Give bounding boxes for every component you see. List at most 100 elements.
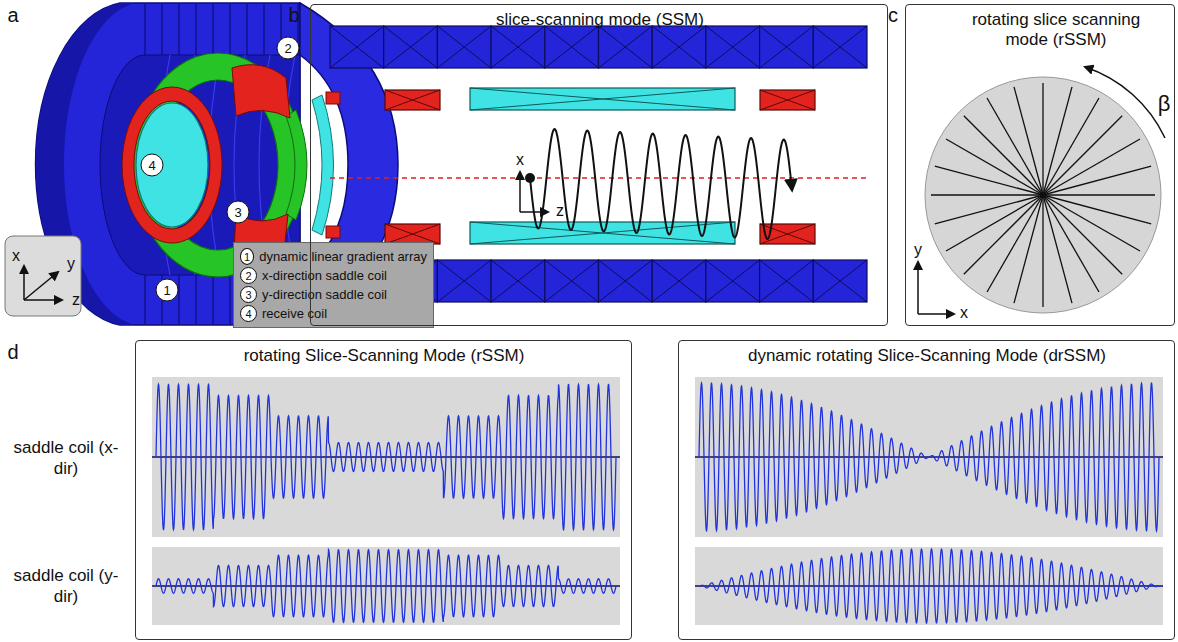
x-saddle-coil-end <box>326 226 340 238</box>
ring-separator <box>161 4 162 55</box>
x-saddle-coil-ring <box>122 87 222 243</box>
callout-number: 3 <box>234 205 241 220</box>
gradient-coil-cell <box>437 260 491 302</box>
panel-box: slice-scanning mode (SSM) <box>310 4 888 326</box>
axis-label: z <box>72 291 80 309</box>
winding-cross <box>384 26 438 68</box>
coil-current-waveform <box>156 550 616 623</box>
axis-label: y <box>914 241 922 259</box>
winding-cross <box>652 26 706 68</box>
winding-cross <box>385 90 440 110</box>
winding-cross <box>437 260 491 302</box>
axis-arrow <box>918 313 954 315</box>
legend-box: 1dynamic linear gradient array2x-directi… <box>233 242 434 328</box>
gradient-coil-cell <box>599 260 653 302</box>
gradient-coil-cell <box>652 26 706 68</box>
ring-separator <box>212 275 213 324</box>
ring-separator <box>229 4 230 55</box>
axis-label: x <box>960 304 968 322</box>
gradient-coil-cell <box>652 260 706 302</box>
legend-row: 4receive coil <box>240 304 427 323</box>
coil-current-waveform <box>699 383 1159 531</box>
callout-number: 3 <box>240 286 257 303</box>
slice-direction <box>1014 195 1043 303</box>
panel-title: rotating slice scanning mode (rSSM) <box>956 10 1156 51</box>
axis-label: y <box>67 255 75 273</box>
slice-direction <box>1042 83 1043 195</box>
legend-row: 3 y-direction saddle coil <box>240 285 427 304</box>
gradient-coil-cell <box>491 260 545 302</box>
slice-direction <box>935 195 1043 224</box>
receive-coil-cell <box>470 88 735 110</box>
slice-direction <box>1043 194 1155 195</box>
ring-separator <box>212 4 213 55</box>
ring-separator <box>178 4 179 55</box>
plot-band <box>152 547 620 625</box>
axis-arrow <box>24 299 62 301</box>
ring-separator <box>144 4 145 55</box>
panel-box: rotating slice scanning mode (rSSM) <box>905 4 1175 326</box>
panel-letter: d <box>7 341 18 364</box>
callout-number: 4 <box>148 158 155 173</box>
rotation-disc <box>925 77 1161 313</box>
callout-number: 1 <box>163 283 170 298</box>
panel-title: rotating Slice-Scanning Mode (rSSM) <box>149 346 619 366</box>
gradient-coil-cell <box>706 26 760 68</box>
callout-circle <box>277 37 299 59</box>
slice-direction <box>935 166 1043 195</box>
scanner-illustration <box>36 3 398 325</box>
winding-cross <box>706 260 760 302</box>
winding-cross <box>545 26 599 68</box>
panel-box: dynamic rotating Slice-Scanning Mode (dr… <box>678 340 1175 640</box>
winding-cross <box>470 222 735 244</box>
slice-direction <box>1043 195 1151 224</box>
slice-direction <box>1043 195 1099 292</box>
waveform-plots <box>152 377 1163 625</box>
gradient-coil-cell <box>437 26 491 68</box>
y-saddle-coil-end <box>286 110 307 220</box>
plot-band <box>695 547 1163 625</box>
gradient-coil-cell <box>706 260 760 302</box>
panel-letter: a <box>7 4 18 27</box>
winding-cross <box>813 26 867 68</box>
ring-separator <box>246 4 247 55</box>
winding-cross <box>760 90 815 110</box>
center-axis <box>330 177 870 179</box>
row-label: saddle coil (x-dir) <box>11 437 121 480</box>
axis-arrow <box>917 262 919 314</box>
gradient-coil-cell <box>384 26 438 68</box>
callout-number: 4 <box>240 305 257 322</box>
slice-direction <box>987 98 1043 195</box>
winding-cross <box>470 88 735 110</box>
winding-cross <box>437 26 491 68</box>
winding-cross <box>491 26 545 68</box>
receive-coil-cell <box>470 222 735 244</box>
panel-letter: c <box>888 4 898 27</box>
winding-cross <box>330 26 384 68</box>
winding-cross <box>385 224 440 244</box>
receive-coil <box>136 103 208 227</box>
axis-box-shape <box>5 236 81 316</box>
panel-title: slice-scanning mode (SSM) <box>330 10 870 30</box>
ring-separator <box>178 275 179 324</box>
axis-arrow <box>23 266 25 300</box>
saddle-coil-cell <box>385 224 440 244</box>
x-saddle-coil-end <box>326 92 340 104</box>
ring-separator <box>144 275 145 324</box>
plot-band <box>695 377 1163 537</box>
panel-letter: b <box>288 4 299 27</box>
gradient-coil-cell <box>813 260 867 302</box>
slice-direction <box>946 195 1043 251</box>
scan-trajectory <box>530 129 792 239</box>
winding-cross <box>813 260 867 302</box>
x-saddle-coil-top <box>232 65 290 118</box>
slice-direction <box>1043 87 1072 195</box>
ring-separator <box>195 275 196 324</box>
winding-cross <box>760 26 814 68</box>
gradient-coil-cell <box>545 26 599 68</box>
axis-box: xyz <box>5 236 81 316</box>
axis-arrow <box>24 272 58 300</box>
panel-box: rotating Slice-Scanning Mode (rSSM) <box>135 340 632 640</box>
legend-text: y-direction saddle coil <box>262 287 387 302</box>
